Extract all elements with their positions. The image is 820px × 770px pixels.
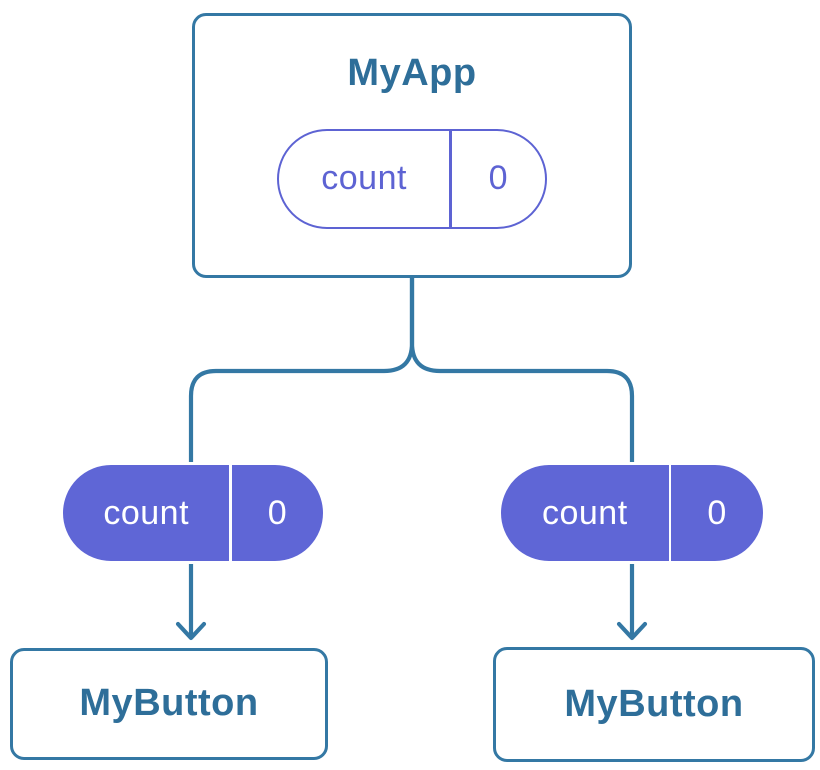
prop-value: 0 [707, 493, 727, 532]
myapp-prop-pill: count 0 [277, 128, 547, 229]
arrow-down-left-icon [175, 621, 207, 641]
arrow-down-right-icon [616, 621, 648, 641]
left-prop-pill: count 0 [60, 462, 326, 564]
myapp-title: MyApp [347, 52, 477, 94]
pill-divider [449, 130, 452, 227]
mybutton-left-card: MyButton [10, 648, 328, 760]
mybutton-right-card: MyButton [493, 647, 815, 762]
connector-left-branch [188, 275, 415, 636]
pill-divider [668, 465, 672, 561]
pill-divider [229, 465, 232, 561]
mybutton-title: MyButton [79, 682, 259, 725]
prop-name: count [103, 493, 190, 532]
right-prop-pill: count 0 [498, 462, 766, 564]
prop-value: 0 [488, 159, 509, 198]
prop-name: count [321, 159, 407, 198]
prop-name: count [541, 493, 628, 532]
mybutton-title: MyButton [564, 682, 744, 725]
connector-right-branch [409, 275, 635, 636]
prop-value: 0 [267, 493, 288, 532]
myapp-card: MyApp count 0 [192, 13, 632, 278]
